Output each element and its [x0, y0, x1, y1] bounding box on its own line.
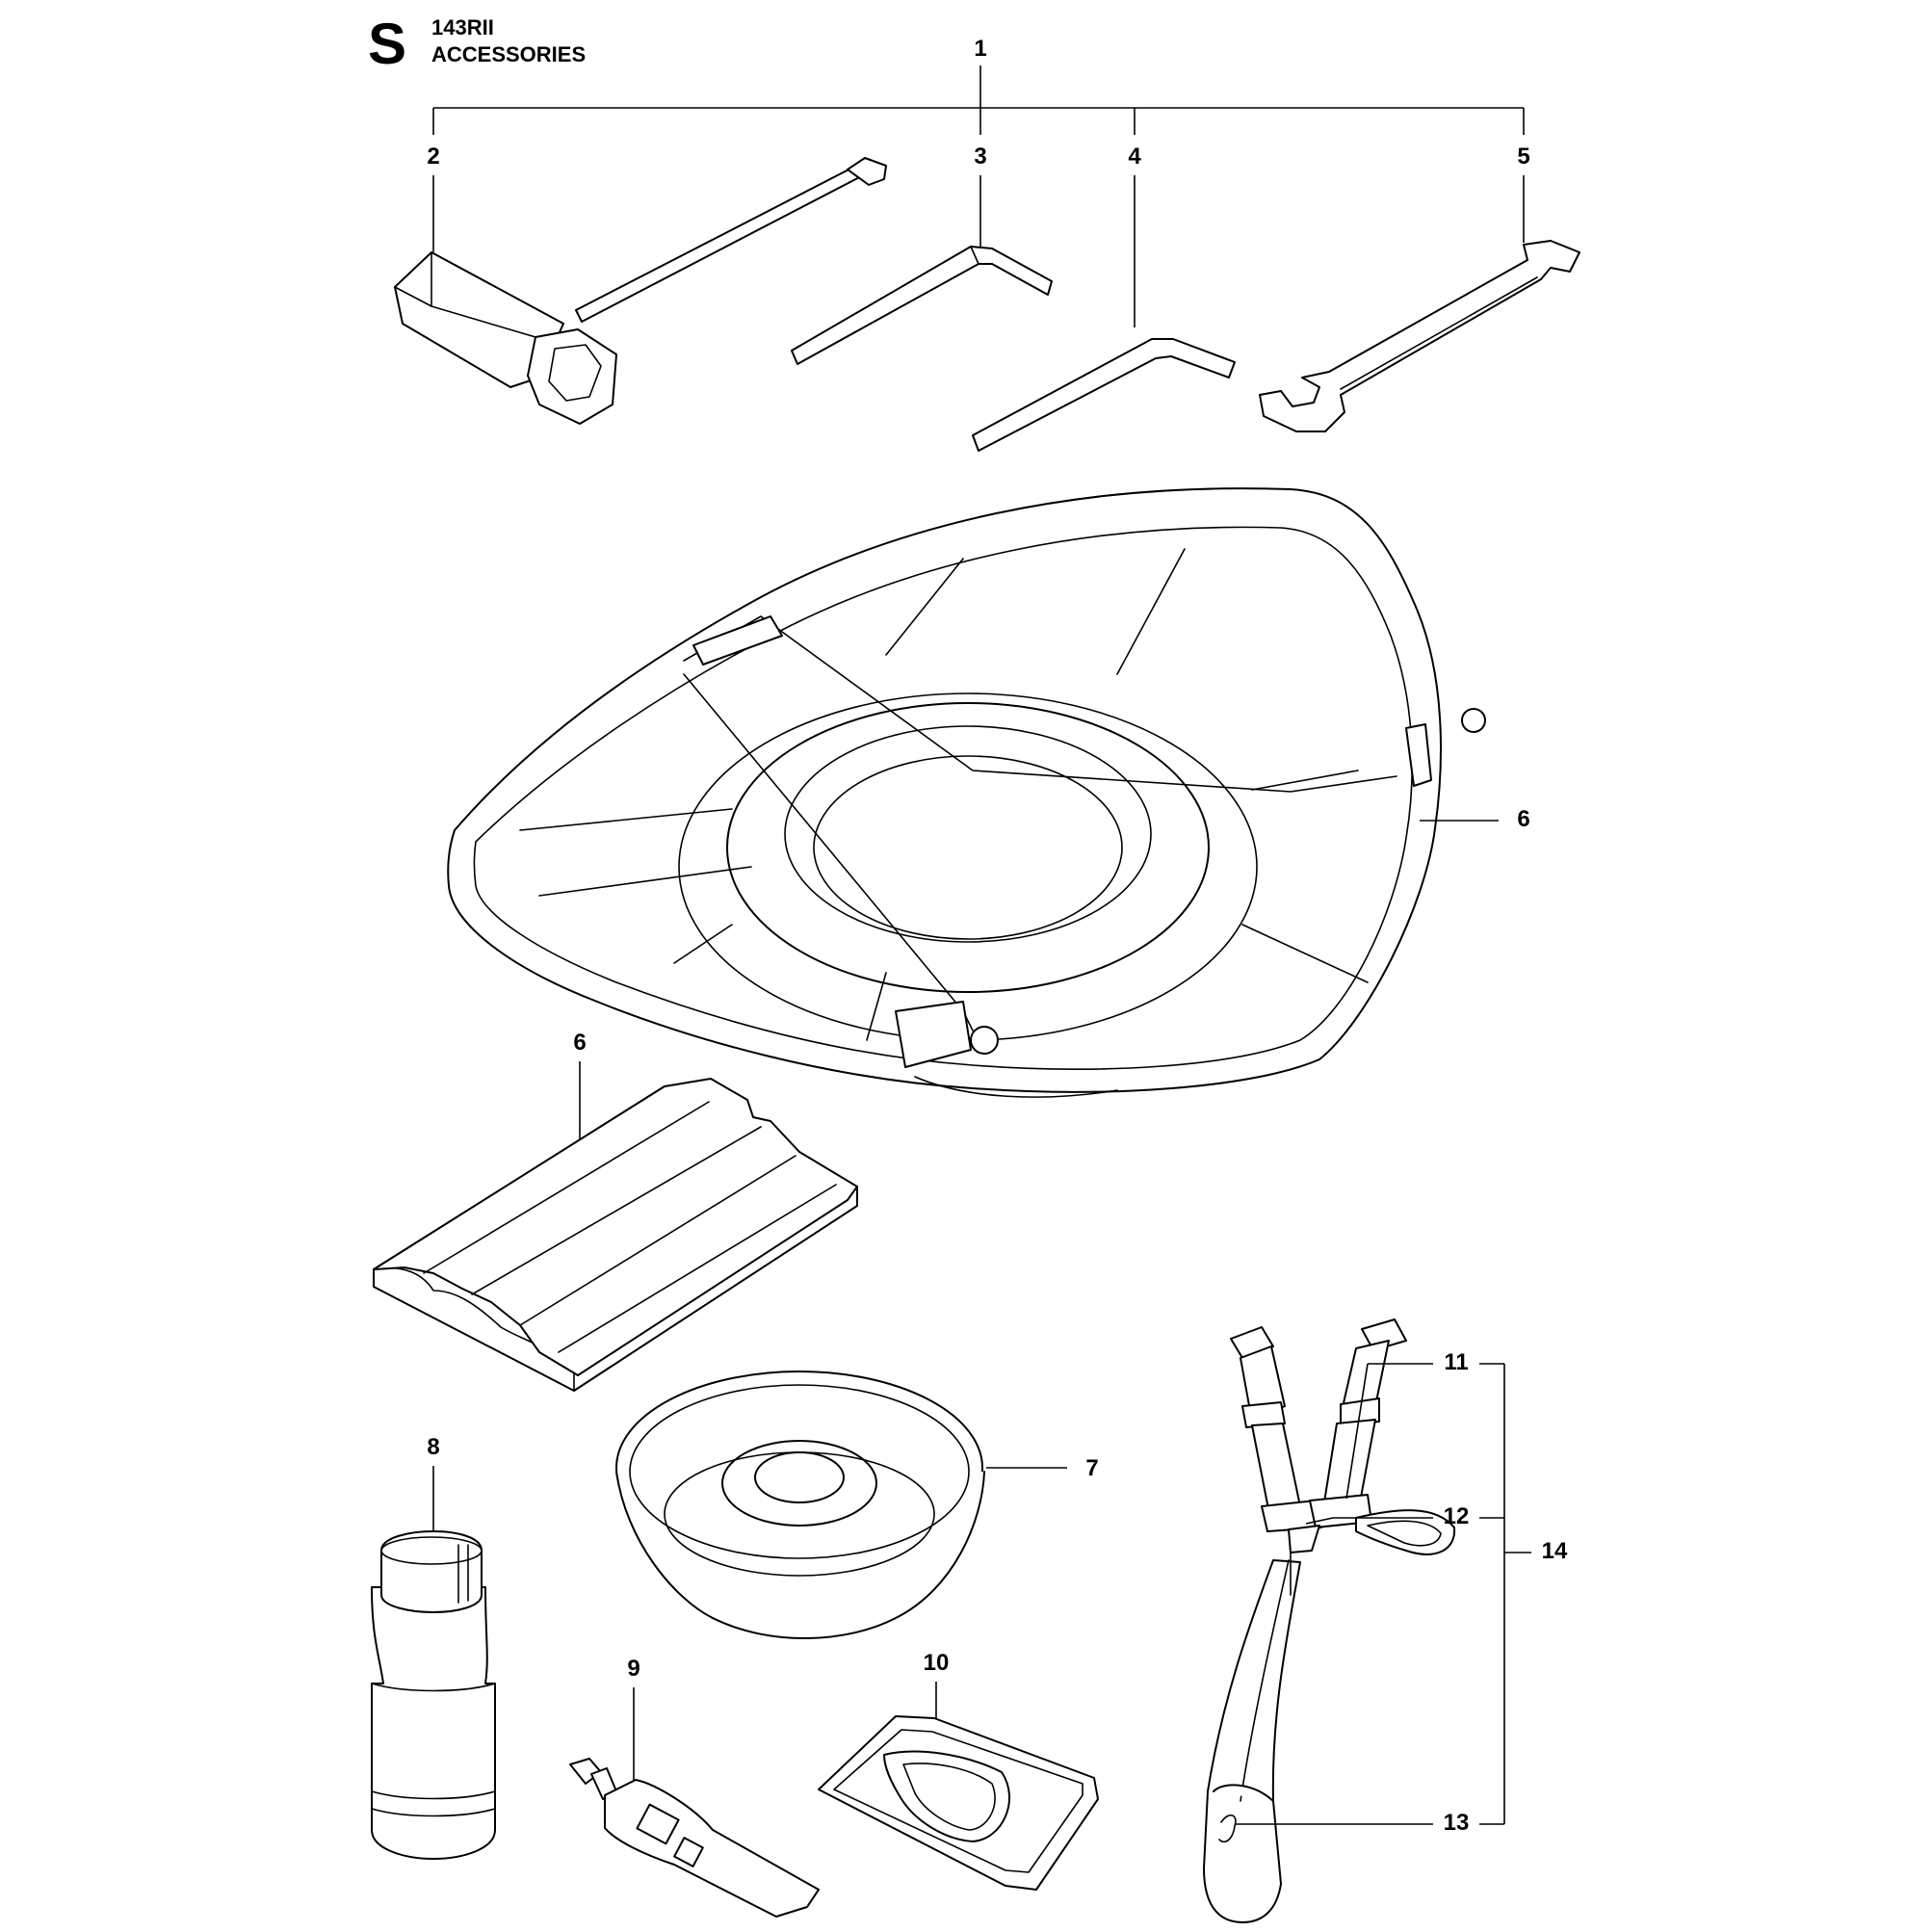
callout-8[interactable]: 8	[427, 1434, 439, 1460]
page-title: ACCESSORIES	[431, 42, 586, 66]
harness-icon[interactable]	[1203, 1318, 1456, 1923]
blade-guard-icon[interactable]: 6	[447, 487, 1530, 1098]
transport-guard-icon[interactable]: 6	[373, 1030, 858, 1392]
callout-2[interactable]: 2	[427, 144, 439, 170]
model-number: 143RII	[431, 15, 494, 39]
callout-12[interactable]: 12	[1444, 1503, 1470, 1529]
callout-6b[interactable]: 6	[573, 1030, 586, 1056]
section-letter: S	[368, 12, 406, 76]
callout-10[interactable]: 10	[924, 1650, 950, 1676]
hex-key-small-icon[interactable]: 3	[791, 144, 1053, 365]
grease-tube-icon[interactable]: 9	[569, 1656, 820, 1918]
spark-plug-wrench-icon[interactable]: 2	[394, 144, 887, 425]
hex-key-large-icon[interactable]: 4	[972, 144, 1236, 452]
callout-3[interactable]: 3	[974, 144, 986, 170]
callout-13[interactable]: 13	[1444, 1810, 1470, 1836]
support-cup-icon[interactable]: 7	[615, 1371, 1099, 1640]
combination-wrench-icon[interactable]: 5	[1259, 144, 1580, 432]
callout-14[interactable]: 14	[1542, 1538, 1568, 1564]
callout-9[interactable]: 9	[627, 1656, 640, 1682]
tool-kit-bracket: 1	[432, 36, 1525, 135]
harness-callouts: 11 12 13 14	[1235, 1349, 1568, 1836]
callout-6a[interactable]: 6	[1517, 806, 1529, 832]
tool-bag-icon[interactable]: 10	[818, 1650, 1099, 1891]
oil-bottle-icon[interactable]: 8	[371, 1434, 496, 1860]
callout-7[interactable]: 7	[1085, 1455, 1098, 1481]
callout-4[interactable]: 4	[1128, 144, 1141, 170]
callout-11[interactable]: 11	[1444, 1349, 1468, 1375]
callout-5[interactable]: 5	[1517, 144, 1529, 170]
callout-1[interactable]: 1	[974, 36, 986, 62]
